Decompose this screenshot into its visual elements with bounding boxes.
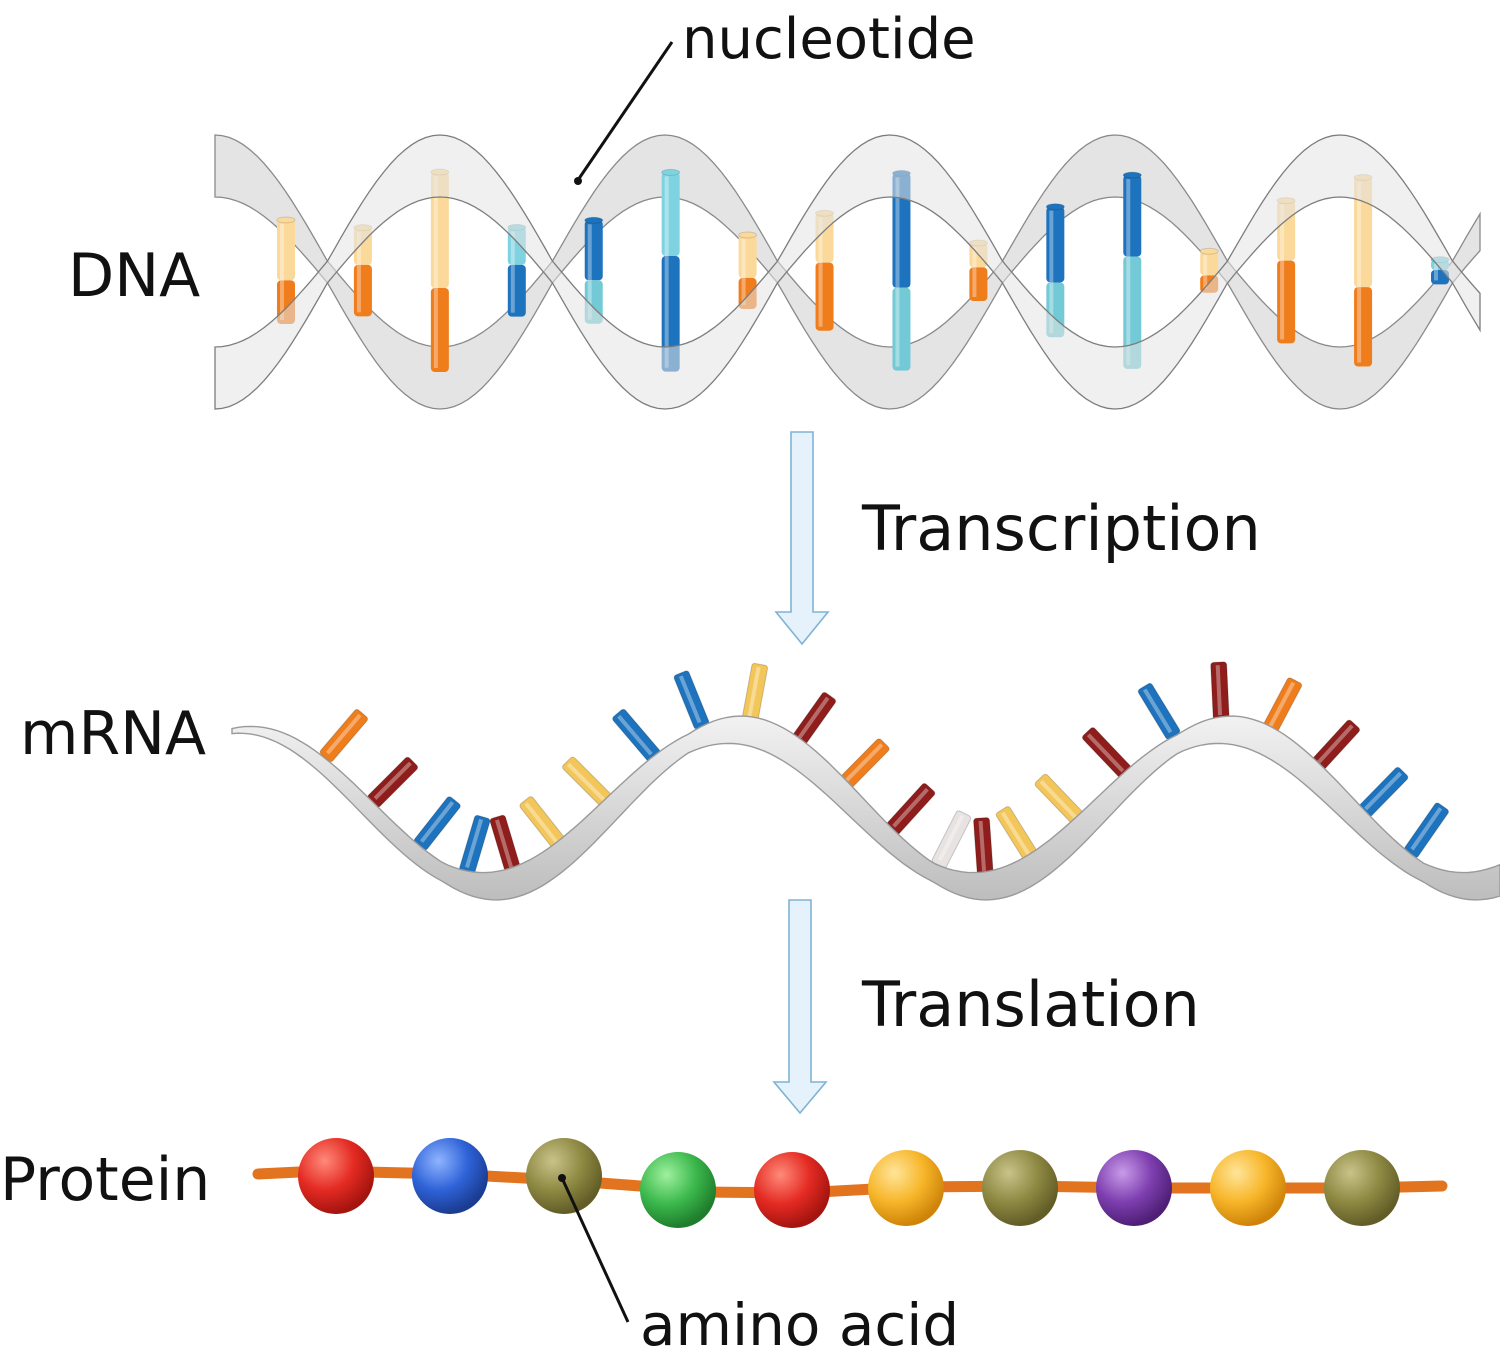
amino-acid-pointer-line	[560, 1177, 630, 1323]
amino-acid-bead	[754, 1152, 830, 1228]
protein-chain	[252, 1138, 1448, 1228]
amino-acid-bead	[1096, 1150, 1172, 1226]
mrna-base	[973, 817, 994, 877]
dna-base-pairs	[276, 168, 1450, 372]
mrna-base	[319, 709, 369, 763]
nucleotide-label: nucleotide	[682, 7, 976, 72]
mrna-base	[459, 814, 491, 875]
amino-acid-pointer-dot	[558, 1174, 566, 1182]
mrna-ribbon	[231, 715, 1500, 901]
amino-acid-label: amino acid	[640, 1291, 960, 1359]
dna-strand-front	[214, 134, 1481, 410]
mrna-base	[612, 708, 661, 762]
dna-base-pair	[430, 168, 450, 372]
dna-label: DNA	[68, 241, 201, 311]
mrna-base	[413, 796, 461, 851]
mrna-strand	[231, 661, 1500, 901]
translation-arrow	[772, 899, 828, 1115]
mrna-base	[1404, 802, 1449, 858]
mrna-base	[673, 670, 710, 730]
amino-acid-bead	[298, 1138, 374, 1214]
amino-acid-bead	[868, 1150, 944, 1226]
protein-label: Protein	[0, 1145, 211, 1215]
dna-double-helix	[214, 134, 1481, 410]
dna-base-pair	[661, 168, 681, 372]
mrna-base	[1310, 719, 1361, 772]
mrna-base	[741, 662, 769, 723]
transcription-arrow	[774, 431, 830, 646]
mrna-base	[931, 810, 972, 869]
dna-backbone-front	[214, 134, 1481, 410]
amino-acid-bead	[640, 1152, 716, 1228]
translation-label: Translation	[862, 968, 1200, 1041]
dna-backbone-back	[214, 134, 1481, 410]
amino-acid-bead	[1210, 1150, 1286, 1226]
dna-base-pair	[1122, 171, 1142, 369]
mrna-base	[1210, 661, 1230, 721]
transcription-label: Transcription	[862, 492, 1261, 565]
nucleotide-pointer-dot	[574, 177, 582, 185]
mrna-bases	[319, 661, 1449, 877]
amino-acid-bead	[412, 1138, 488, 1214]
amino-acid-beads	[298, 1138, 1400, 1228]
dna-base-pair	[1353, 173, 1373, 367]
mrna-base	[367, 756, 419, 808]
mrna-label: mRNA	[20, 699, 207, 769]
nucleotide-pointer-line	[576, 41, 674, 181]
mrna-base	[885, 783, 936, 836]
amino-acid-bead	[1324, 1150, 1400, 1226]
dna-strand-back	[214, 134, 1481, 410]
amino-acid-bead	[982, 1150, 1058, 1226]
mrna-base	[1137, 682, 1181, 740]
